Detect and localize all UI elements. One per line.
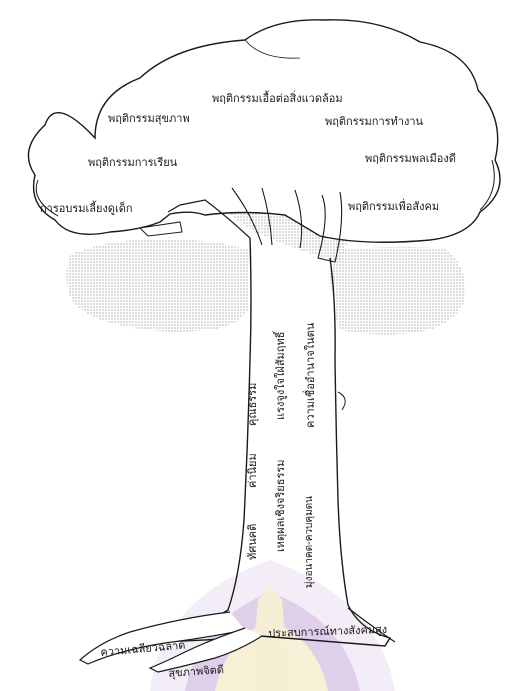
label-work-behavior: พฤติกรรมการทำงาน [325,116,423,127]
label-future-self-control: มุ่งอนาคต-ควบคุมตน [305,496,315,588]
label-citizen-behavior: พฤติกรรมพลเมืองดี [365,153,456,164]
label-attitude: ทัศนคติ [247,524,258,560]
left-shadow-patch [66,240,250,332]
label-child-rearing: การอบรมเลี้ยงดูเด็ก [40,203,133,214]
label-moral-reasoning: เหตุผลเชิงจริยธรรม [275,459,286,552]
label-health-behavior: พฤติกรรมสุขภาพ [108,113,190,124]
label-study-behavior: พฤติกรรมการเรียน [88,157,177,168]
label-environment-behavior: พฤติกรรมเอื้อต่อสิ่งแวดล้อม [212,93,343,104]
label-values: ค่านิยม [247,453,258,488]
label-prosocial-behavior: พฤติกรรมเพื่อสังคม [348,201,439,212]
label-achievement-motivation: แรงจูงใจใฝ่สัมฤทธิ์ [275,332,286,420]
right-shadow-patch [330,247,466,335]
label-internal-locus: ความเชื่ออำนาจในตน [305,323,316,428]
label-morality: คุณธรรม [247,383,258,426]
